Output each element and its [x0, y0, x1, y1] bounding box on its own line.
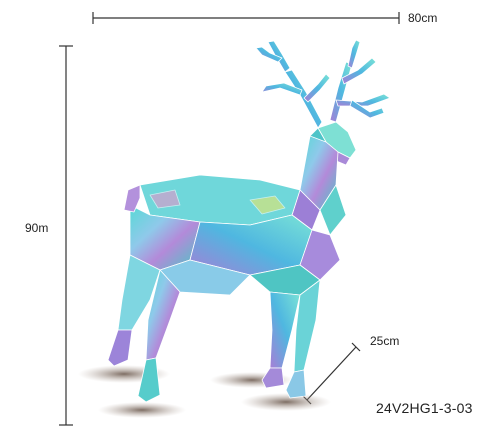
- depth-label: 25cm: [370, 334, 400, 348]
- model-code: 24V2HG1-3-03: [376, 400, 473, 416]
- height-dimension: [59, 45, 73, 426]
- width-dimension: [92, 12, 400, 24]
- width-label: 80cm: [408, 11, 438, 25]
- height-label: 90m: [25, 221, 49, 235]
- deer-sculpture-image: [107, 39, 391, 403]
